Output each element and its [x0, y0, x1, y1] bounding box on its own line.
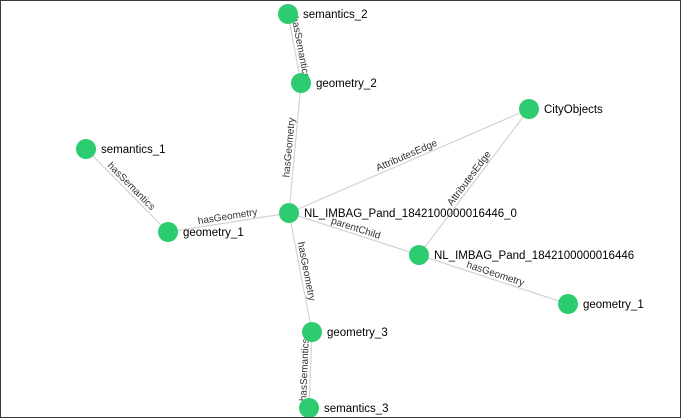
edge-label-geo1a-pand0: hasGeometry	[197, 207, 258, 227]
node-circle-geo2[interactable]	[291, 73, 311, 93]
node-sem1[interactable]: semantics_1	[76, 139, 166, 159]
edge-pand0-geo3[interactable]	[288, 212, 313, 333]
edge-label-pand0-cityobj: AttributesEdge	[375, 138, 440, 174]
edge-label-sem2-geo2: hasSemantics	[289, 16, 311, 80]
node-pand0[interactable]: NL_IMBAG_Pand_1842100000016446_0	[279, 203, 517, 223]
edge-sem2-geo2[interactable]	[287, 13, 302, 84]
node-circle-sem1[interactable]	[76, 139, 96, 159]
node-circle-geo1b[interactable]	[558, 294, 578, 314]
node-geo2[interactable]: geometry_2	[291, 73, 377, 93]
node-label-sem3: semantics_3	[324, 403, 389, 415]
node-circle-geo1a[interactable]	[158, 222, 178, 242]
node-geo3[interactable]: geometry_3	[302, 322, 388, 342]
node-circle-sem3[interactable]	[299, 398, 319, 417]
edge-label-pand0-geo3: hasGeometry	[295, 241, 317, 302]
edge-label-geo2-pand0: hasGeometry	[281, 117, 297, 178]
node-circle-cityobj[interactable]	[519, 99, 539, 119]
node-label-pand0: NL_IMBAG_Pand_1842100000016446_0	[304, 208, 517, 220]
edge-pand-cityobj[interactable]	[418, 108, 530, 256]
edge-geo2-pand0[interactable]	[288, 82, 302, 214]
node-label-geo1a: geometry_1	[183, 227, 244, 239]
edge-sem1-geo1a[interactable]	[85, 148, 169, 233]
edge-label-pand-cityobj: AttributesEdge	[445, 149, 494, 208]
node-circle-geo3[interactable]	[302, 322, 322, 342]
edge-geo1a-pand0[interactable]	[167, 212, 290, 233]
node-circle-pand0[interactable]	[279, 203, 299, 223]
edge-geo3-sem3[interactable]	[308, 331, 313, 409]
node-label-sem1: semantics_1	[101, 144, 166, 156]
edge-pand0-pand[interactable]	[288, 212, 420, 256]
node-circle-sem2[interactable]	[278, 4, 298, 24]
edge-label-geo3-sem3: hasSemantics	[298, 338, 311, 401]
node-pand[interactable]: NL_IMBAG_Pand_1842100000016446	[409, 245, 634, 265]
node-circle-pand[interactable]	[409, 245, 429, 265]
edges-layer	[85, 13, 569, 409]
node-cityobj[interactable]: CityObjects	[519, 99, 603, 119]
node-geo1b[interactable]: geometry_1	[558, 294, 644, 314]
node-label-sem2: semantics_2	[303, 9, 368, 21]
edge-pand0-cityobj[interactable]	[288, 108, 530, 214]
node-geo1a[interactable]: geometry_1	[158, 222, 244, 242]
edge-label-pand-geo1b: hasGeometry	[465, 260, 525, 289]
node-label-geo3: geometry_3	[327, 327, 388, 339]
edge-label-sem1-geo1a: hasSemantics	[105, 160, 157, 212]
node-sem2[interactable]: semantics_2	[278, 4, 368, 24]
node-label-geo1b: geometry_1	[583, 299, 644, 311]
node-label-geo2: geometry_2	[316, 78, 377, 90]
node-label-cityobj: CityObjects	[544, 104, 603, 116]
node-label-pand: NL_IMBAG_Pand_1842100000016446	[434, 250, 634, 262]
edge-pand-geo1b[interactable]	[418, 254, 569, 305]
node-sem3[interactable]: semantics_3	[299, 398, 389, 417]
